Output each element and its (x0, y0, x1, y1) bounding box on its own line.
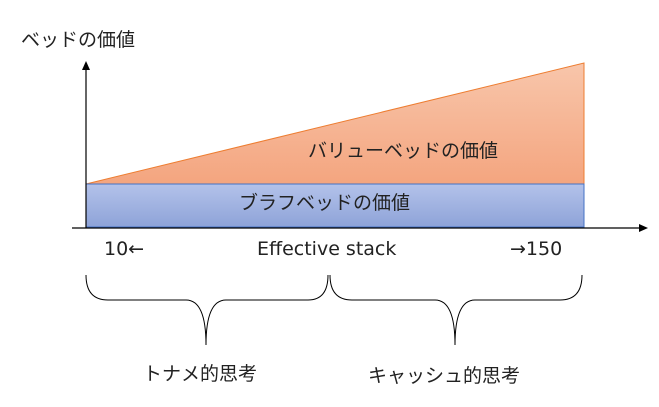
x-axis-right-label: →150 (510, 238, 563, 260)
bluff-bet-label: ブラフベッドの価値 (239, 192, 411, 214)
x-axis-title: Effective stack (257, 238, 397, 260)
right-brace (329, 274, 583, 346)
x-axis-left-label: 10← (104, 238, 145, 260)
y-axis-label: ベッドの価値 (21, 29, 136, 51)
left-brace (85, 274, 329, 346)
cash-thinking-label: キャッシュ的思考 (368, 365, 521, 387)
value-bet-area (85, 62, 585, 185)
value-bet-label: バリューベッドの価値 (308, 140, 499, 162)
y-axis-arrowhead (82, 61, 90, 70)
tournament-thinking-label: トナメ的思考 (143, 363, 258, 385)
x-axis-arrowhead (639, 224, 648, 232)
